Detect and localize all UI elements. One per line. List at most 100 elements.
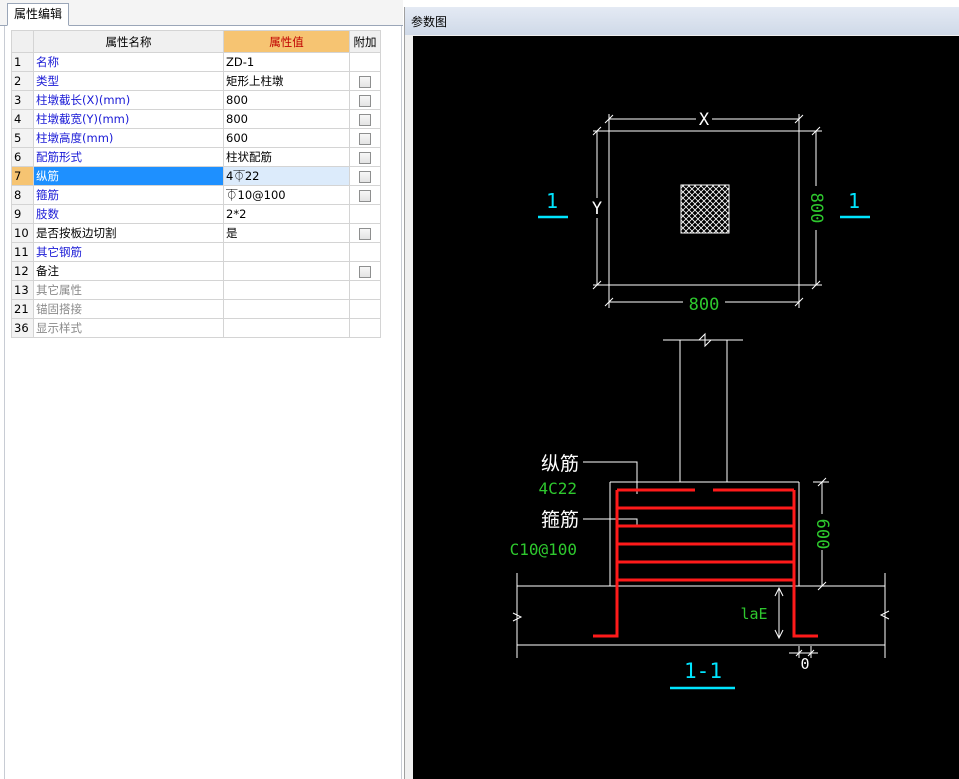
header-num <box>11 30 34 53</box>
property-value[interactable] <box>223 299 350 319</box>
property-name: 类型 <box>33 71 224 91</box>
diagram-title: 参数图 <box>405 7 959 35</box>
anchor-length-label: laE <box>740 605 767 623</box>
section-view <box>512 332 890 658</box>
property-add <box>349 128 381 148</box>
rebar-group <box>593 488 818 638</box>
property-name: 柱墩截宽(Y)(mm) <box>33 109 224 129</box>
row-number: 3 <box>11 90 34 110</box>
diagram-canvas: X Y 800 800 1 1 <box>413 36 959 779</box>
property-add <box>349 261 381 281</box>
property-add <box>349 109 381 129</box>
plan-outline <box>608 130 800 286</box>
add-checkbox[interactable] <box>359 170 371 183</box>
property-value[interactable]: 是 <box>223 223 350 243</box>
add-checkbox[interactable] <box>359 151 371 164</box>
row-number: 1 <box>11 52 34 72</box>
property-name-text: 其它属性 <box>36 283 82 297</box>
row-number: 13 <box>11 280 34 300</box>
property-value[interactable]: 800 <box>223 109 350 129</box>
section-mark-right: 1 <box>848 189 860 213</box>
add-checkbox[interactable] <box>359 132 371 145</box>
property-name-text: 名称 <box>36 55 59 69</box>
property-add <box>349 318 381 338</box>
row-number: 9 <box>11 204 34 224</box>
table-row[interactable]: 36+显示样式 <box>11 318 381 338</box>
property-value[interactable]: 矩形上柱墩 <box>223 71 350 91</box>
parameter-diagram: X Y 800 800 1 1 <box>510 110 890 690</box>
property-name-text: 备注 <box>36 264 59 278</box>
plan-dim-x-label: X <box>699 110 710 130</box>
property-add <box>349 299 381 319</box>
add-checkbox[interactable] <box>359 75 371 88</box>
property-name-text: 其它钢筋 <box>36 245 82 259</box>
property-name: 是否按板边切割 <box>33 223 224 243</box>
add-checkbox[interactable] <box>359 265 371 278</box>
property-value[interactable]: ⏁10@100 <box>223 185 350 205</box>
property-add <box>349 90 381 110</box>
property-name: 柱墩截长(X)(mm) <box>33 90 224 110</box>
value-stirrup: C10@100 <box>510 540 577 559</box>
table-row[interactable]: 21+锚固搭接 <box>11 299 381 319</box>
property-add <box>349 280 381 300</box>
property-name-text: 锚固搭接 <box>36 302 82 316</box>
property-name: 名称 <box>33 52 224 72</box>
property-value[interactable]: ZD-1 <box>223 52 350 72</box>
leader-long-bar <box>583 461 638 494</box>
property-add <box>349 147 381 167</box>
property-value[interactable] <box>223 318 350 338</box>
property-value[interactable] <box>223 261 350 281</box>
property-name: 其它钢筋 <box>33 242 224 262</box>
property-value[interactable] <box>223 280 350 300</box>
property-value[interactable]: 2*2 <box>223 204 350 224</box>
header-name: 属性名称 <box>33 30 224 53</box>
property-value[interactable]: 4⏁22 <box>223 166 350 186</box>
property-value[interactable] <box>223 242 350 262</box>
property-value[interactable]: 柱状配筋 <box>223 147 350 167</box>
add-checkbox[interactable] <box>359 113 371 126</box>
add-checkbox[interactable] <box>359 189 371 202</box>
property-name: 备注 <box>33 261 224 281</box>
property-name-text: 柱墩截宽(Y)(mm) <box>36 112 130 126</box>
property-name: 箍筋 <box>33 185 224 205</box>
property-name: 纵筋 <box>33 166 224 186</box>
property-name: 配筋形式 <box>33 147 224 167</box>
plan-width-value: 800 <box>689 295 720 315</box>
property-name-text: 配筋形式 <box>36 150 82 164</box>
section-title: 1-1 <box>684 659 722 683</box>
panel-border <box>401 26 402 779</box>
property-value[interactable]: 600 <box>223 128 350 148</box>
row-number: 11 <box>11 242 34 262</box>
tab-property-edit[interactable]: 属性编辑 <box>7 3 70 26</box>
property-name: +显示样式 <box>33 318 224 338</box>
add-checkbox[interactable] <box>359 227 371 240</box>
property-value[interactable]: 800 <box>223 90 350 110</box>
tab-strip: 属性编辑 <box>0 0 403 26</box>
property-name-text: 柱墩高度(mm) <box>36 131 114 145</box>
property-name: 柱墩高度(mm) <box>33 128 224 148</box>
property-name-text: 肢数 <box>36 207 59 221</box>
label-long-bar: 纵筋 <box>541 453 579 475</box>
value-long-bar: 4C22 <box>538 479 577 498</box>
property-name-text: 显示样式 <box>36 321 82 335</box>
row-number: 5 <box>11 128 34 148</box>
add-checkbox[interactable] <box>359 94 371 107</box>
panel-border <box>4 26 5 779</box>
property-add <box>349 223 381 243</box>
table-row[interactable]: 13+其它属性 <box>11 280 381 300</box>
